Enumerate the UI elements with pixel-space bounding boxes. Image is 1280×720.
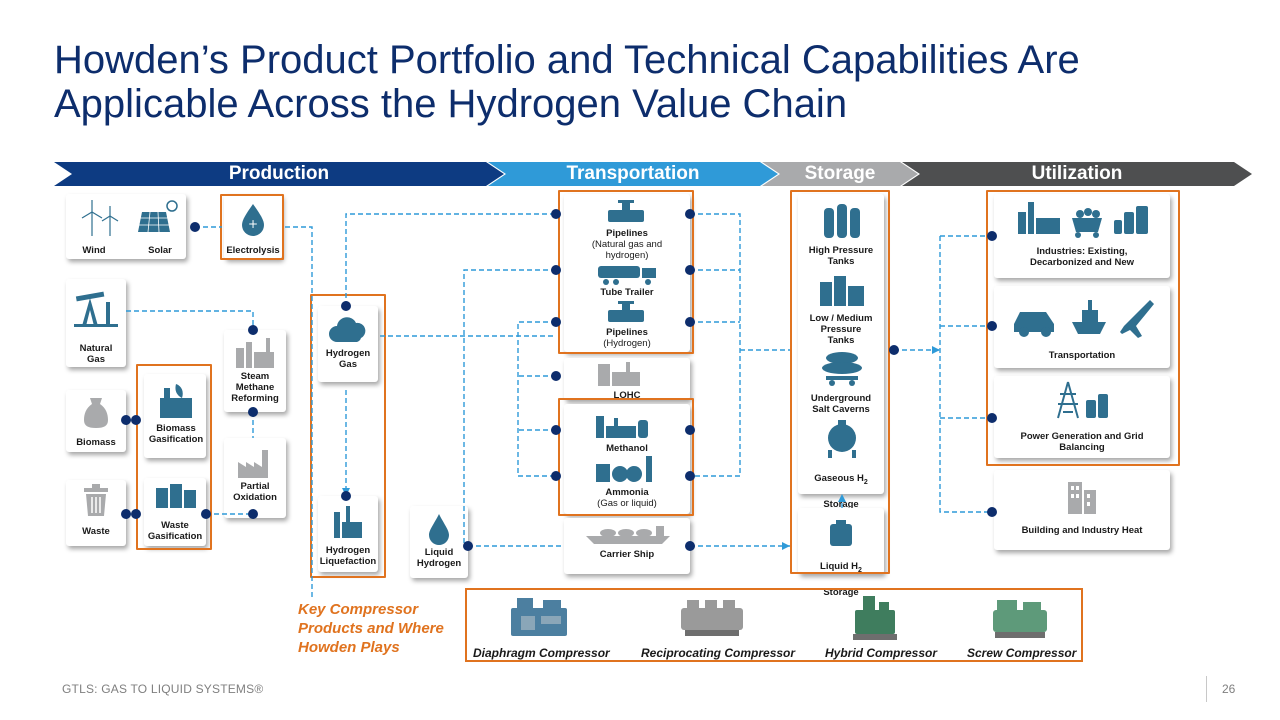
high-pressure-tanks-label: High Pressure Tanks <box>808 245 874 267</box>
methanol-plant-icon <box>596 416 648 438</box>
screw-compressor-image <box>993 600 1047 638</box>
partial-oxidation-label: Partial Oxidation <box>233 481 277 503</box>
trash-bin-icon <box>84 484 108 516</box>
carrier-ship-card <box>564 518 690 574</box>
steam-methane-reforming-label: Steam Methane Reforming <box>231 371 279 404</box>
hydrogen-liquefaction-label: Hydrogen Liquefaction <box>319 545 377 567</box>
ammonia-title: Ammonia <box>605 487 649 498</box>
svg-text:+: + <box>248 217 258 231</box>
stage-utilization: Utilization <box>902 162 1252 186</box>
tube-trailer-icon <box>598 266 656 285</box>
hydrogen-gas-label: Hydrogen Gas <box>325 348 371 370</box>
liquid-h2-storage-label: Liquid H2 Storage <box>800 550 882 598</box>
biomass-bag-icon <box>84 398 108 428</box>
methanol-label: Methanol <box>606 443 648 454</box>
vehicles-icon <box>1014 300 1154 338</box>
power-generation-label: Power Generation and Grid Balancing <box>1020 431 1144 453</box>
building-icon <box>1068 482 1096 514</box>
reciprocating-compressor-label: Reciprocating Compressor <box>641 646 796 660</box>
tube-trailer-label: Tube Trailer <box>600 287 654 298</box>
liquid-h2-tank-icon <box>830 520 852 546</box>
stage-production: Production <box>54 162 504 186</box>
waste-label: Waste <box>82 526 110 537</box>
industries-icon <box>1018 202 1148 238</box>
highlight-storage <box>790 190 890 574</box>
reciprocating-compressor-image <box>681 600 743 636</box>
methanol-ammonia-card <box>564 404 690 514</box>
electrolysis-label: Electrolysis <box>226 245 280 256</box>
solar-panel-icon <box>138 200 178 233</box>
power-generation-card <box>994 376 1170 458</box>
underground-salt-caverns-label: Underground Salt Caverns <box>810 393 872 415</box>
lohc-label: LOHC <box>613 390 641 401</box>
pipeline-icon <box>608 200 644 222</box>
pipelines-ng-title: Pipelines <box>606 228 648 239</box>
highlight-hydrogen-gas <box>310 294 386 578</box>
transportation-use-label: Transportation <box>1048 350 1116 361</box>
gaseous-h2-subscript: 2 <box>863 478 868 486</box>
waste-gasification-label: Waste Gasification <box>147 520 203 542</box>
pipelines-ng-subtitle: (Natural gas and hydrogen) <box>591 239 663 261</box>
liquid-hydrogen-label: Liquid Hydrogen <box>416 547 462 569</box>
pipelines-h2-title: Pipelines <box>606 327 648 338</box>
salt-cavern-icon <box>822 352 862 386</box>
biomass-label: Biomass <box>76 437 116 448</box>
compressor-products-box: Diaphragm Compressor Reciprocating Compr… <box>465 588 1083 662</box>
screw-compressor-label: Screw Compressor <box>967 646 1077 660</box>
highlight-gasification <box>136 364 212 550</box>
electrolysis-icon: + <box>242 204 264 236</box>
liquid-h2-text: Liquid H <box>820 561 859 572</box>
ammonia-plant-icon <box>596 456 652 482</box>
highlight-methanol-ammonia <box>558 398 694 516</box>
ammonia-subtitle: (Gas or liquid) <box>597 498 657 509</box>
carrier-ship-icon <box>586 526 670 544</box>
liquefaction-plant-icon <box>334 506 362 538</box>
wind-turbine-icon <box>81 200 119 236</box>
low-medium-pressure-tanks-label: Low / Medium Pressure Tanks <box>809 313 873 346</box>
diaphragm-compressor-image <box>511 598 567 636</box>
cloud-icon <box>329 317 366 342</box>
waste-plant-icon <box>156 484 196 508</box>
solar-label: Solar <box>148 245 172 256</box>
diaphragm-compressor-label: Diaphragm Compressor <box>473 646 610 660</box>
pipeline-h2-icon <box>608 301 644 322</box>
stage-transportation: Transportation <box>488 162 778 186</box>
key-compressor-label: Key Compressor Products and Where Howden… <box>298 601 444 656</box>
gaseous-storage-text: Storage <box>823 498 859 510</box>
droplet-icon <box>429 514 449 545</box>
steam-methane-reforming-card <box>224 330 286 412</box>
low-medium-pressure-tanks-icon <box>820 276 864 306</box>
gaseous-h2-text: Gaseous H <box>814 473 864 484</box>
stage-storage: Storage <box>762 162 918 186</box>
highlight-utilization <box>986 190 1180 466</box>
gaseous-h2-storage-label: Gaseous H2 Storage <box>800 462 882 510</box>
hybrid-compressor-label: Hybrid Compressor <box>825 646 938 660</box>
footer-divider <box>1206 676 1207 702</box>
biomass-gasification-label: Biomass Gasification <box>148 423 204 445</box>
biomass-plant-icon <box>160 384 192 418</box>
hybrid-compressor-image <box>853 596 897 640</box>
building-heat-label: Building and Industry Heat <box>1021 525 1143 536</box>
title-line-2: Applicable Across the Hydrogen Value Cha… <box>54 82 848 126</box>
high-pressure-tanks-icon <box>824 204 860 238</box>
lohc-plant-icon <box>598 362 640 386</box>
power-grid-icon <box>1057 381 1108 419</box>
footer-company: GTLS: GAS TO LIQUID SYSTEMS® <box>62 682 264 696</box>
refinery-icon <box>236 338 274 368</box>
natural-gas-label: Natural Gas <box>79 343 113 365</box>
wind-label: Wind <box>82 245 106 256</box>
factory-icon <box>238 450 268 478</box>
carrier-ship-label: Carrier Ship <box>599 549 655 560</box>
industries-label: Industries: Existing, Decarbonized and N… <box>1030 246 1134 268</box>
page-number: 26 <box>1222 682 1236 696</box>
title-line-1: Howden’s Product Portfolio and Technical… <box>54 38 1080 82</box>
pipelines-h2-subtitle: (Hydrogen) <box>603 338 651 349</box>
liquid-h2-subscript: 2 <box>858 566 862 574</box>
oil-pump-icon <box>74 291 118 327</box>
gaseous-h2-tank-icon <box>828 420 856 458</box>
slide-title: Howden’s Product Portfolio and Technical… <box>54 38 1234 126</box>
liquid-storage-text: Storage <box>823 586 859 598</box>
